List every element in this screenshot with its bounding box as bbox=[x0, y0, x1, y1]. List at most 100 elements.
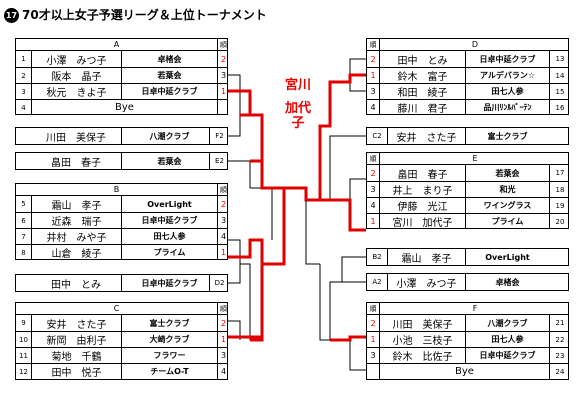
player-name: 霜山 孝子 bbox=[387, 249, 465, 265]
player-club: 富士クラブ bbox=[465, 128, 549, 144]
player-rank: 3 bbox=[370, 185, 376, 194]
table-row: 4 藤川 君子 品川ﾘﾝﾙﾊﾟｰﾃﾝ 16 bbox=[367, 99, 568, 115]
group-header: 順 F bbox=[367, 303, 568, 315]
player-rank bbox=[367, 364, 379, 379]
table-row: 8 山倉 綾子 プライム 1 bbox=[16, 244, 227, 260]
seed-box-d2: 田中 とみ 日卓中延クラブ D2 bbox=[15, 274, 228, 292]
player-rank: 4 bbox=[217, 364, 229, 379]
player-number: 6 bbox=[21, 216, 26, 225]
player-club: プライム bbox=[465, 214, 549, 229]
player-number: 19 bbox=[549, 198, 570, 213]
player-number: 22 bbox=[549, 332, 570, 347]
rank-header: 順 bbox=[217, 39, 229, 50]
player-number: 12 bbox=[19, 367, 28, 376]
player-name: 安井 さた子 bbox=[387, 128, 465, 144]
player-club: フラワー bbox=[121, 348, 217, 363]
group-header: 順 D bbox=[367, 39, 568, 51]
table-row: 1 小澤 みつ子 卓楮会 2 bbox=[16, 51, 227, 67]
player-rank: 3 bbox=[217, 348, 229, 363]
player-rank: 1 bbox=[370, 71, 376, 80]
player-number: 24 bbox=[549, 364, 570, 379]
player-number: 2 bbox=[21, 71, 26, 80]
player-number: 18 bbox=[549, 182, 570, 197]
player-rank: 2 bbox=[217, 315, 229, 331]
player-club: 日卓中延クラブ bbox=[465, 348, 549, 363]
champion-label: 宮川 加代子 bbox=[283, 78, 313, 131]
player-number: 16 bbox=[549, 100, 570, 115]
rank-header: 順 bbox=[369, 40, 377, 49]
player-club: 日卓中延クラブ bbox=[121, 213, 217, 228]
table-row: 4 伊藤 光江 ワイングラス 19 bbox=[367, 197, 568, 213]
table-row: A2 小澤 みつ子 卓楮会 bbox=[367, 274, 568, 290]
bracket-line bbox=[349, 178, 366, 200]
group-table-e: 順 E 2 畠田 春子 若葉会 17 3 井上 まり子 和光 18 4 伊藤 光… bbox=[366, 152, 569, 229]
player-rank: 1 bbox=[217, 84, 229, 99]
seed-box-c2: C2 安井 さた子 富士クラブ bbox=[366, 127, 569, 145]
player-club: 田七人参 bbox=[465, 332, 549, 347]
player-rank: 3 bbox=[370, 87, 376, 96]
player-club: 田七人参 bbox=[465, 84, 549, 99]
player-name: 伊藤 光江 bbox=[379, 198, 465, 213]
player-number: 13 bbox=[549, 51, 570, 67]
seed-code: E2 bbox=[209, 153, 229, 169]
player-name: 菊地 千鶴 bbox=[31, 348, 121, 363]
bracket-line bbox=[228, 264, 241, 284]
player-name: 田中 とみ bbox=[379, 51, 465, 67]
champion-given: 加代子 bbox=[284, 101, 311, 131]
player-name: 小澤 みつ子 bbox=[387, 274, 465, 290]
group-name: C bbox=[113, 303, 120, 313]
bracket-line bbox=[349, 58, 366, 82]
group-header: A 順 bbox=[16, 39, 227, 51]
player-name: 小澤 みつ子 bbox=[31, 51, 121, 67]
table-row: 1 宮川 加代子 プライム 20 bbox=[367, 213, 568, 229]
player-number: 1 bbox=[21, 55, 26, 63]
seed-box-f2: 川田 美保子 八潮クラブ F2 bbox=[15, 127, 228, 145]
player-number: 23 bbox=[549, 348, 570, 363]
table-row: 2 阪本 晶子 若葉会 3 bbox=[16, 67, 227, 83]
player-name: 近森 瑞子 bbox=[31, 213, 121, 228]
table-row: 9 安井 さた子 富士クラブ 2 bbox=[16, 315, 227, 331]
player-club: チームO-T bbox=[121, 364, 217, 379]
group-table-a: A 順 1 小澤 みつ子 卓楮会 2 2 阪本 晶子 若葉会 3 3 秋元 きよ… bbox=[15, 38, 228, 115]
table-row: 田中 とみ 日卓中延クラブ D2 bbox=[16, 275, 227, 291]
seed-code: A2 bbox=[372, 278, 382, 286]
table-row: 3 鈴木 比佐子 日卓中延クラブ 23 bbox=[367, 347, 568, 363]
seed-code: F2 bbox=[209, 128, 229, 144]
bracket-line bbox=[319, 264, 330, 341]
player-club: 和光 bbox=[465, 182, 549, 197]
table-row: B2 霜山 孝子 OverLight bbox=[367, 249, 568, 265]
winner-line bbox=[262, 188, 286, 266]
seed-box-e2: 畠田 春子 若葉会 E2 bbox=[15, 152, 228, 170]
player-number: 7 bbox=[21, 232, 26, 241]
winner-line bbox=[320, 198, 366, 232]
bracket-line bbox=[349, 340, 366, 371]
player-rank: 2 bbox=[217, 196, 229, 212]
seed-code: B2 bbox=[372, 253, 382, 261]
seed-code: D2 bbox=[209, 275, 229, 291]
player-rank: 2 bbox=[370, 54, 376, 64]
bracket-line bbox=[228, 115, 241, 137]
winner-line bbox=[318, 73, 366, 200]
table-row: 1 小池 三枝子 田七人参 22 bbox=[367, 331, 568, 347]
player-name: 井村 みや子 bbox=[31, 229, 121, 244]
champion-surname: 宮川 bbox=[284, 78, 311, 93]
player-rank: 2 bbox=[370, 168, 376, 178]
player-number: 14 bbox=[549, 68, 570, 83]
player-name: 秋元 きよ子 bbox=[31, 84, 121, 99]
bracket-line bbox=[329, 281, 342, 340]
rank-header: 順 bbox=[217, 184, 229, 195]
bracket-line bbox=[228, 160, 251, 188]
player-rank: 4 bbox=[370, 201, 376, 210]
group-name: A bbox=[113, 39, 120, 49]
player-club: 卓楮会 bbox=[121, 51, 217, 67]
player-number: 17 bbox=[549, 165, 570, 181]
table-row: 6 近森 瑞子 日卓中延クラブ 3 bbox=[16, 212, 227, 228]
player-club: 日卓中延クラブ bbox=[465, 51, 549, 67]
group-table-d: 順 D 2 田中 とみ 日卓中延クラブ 13 1 鈴木 富子 アルデバラン☆ 1… bbox=[366, 38, 569, 115]
player-name: 小池 三枝子 bbox=[379, 332, 465, 347]
player-name: 川田 美保子 bbox=[379, 315, 465, 331]
player-club: OverLight bbox=[465, 249, 549, 265]
table-row: 2 川田 美保子 八潮クラブ 21 bbox=[367, 315, 568, 331]
table-row: 11 菊地 千鶴 フラワー 3 bbox=[16, 347, 227, 363]
